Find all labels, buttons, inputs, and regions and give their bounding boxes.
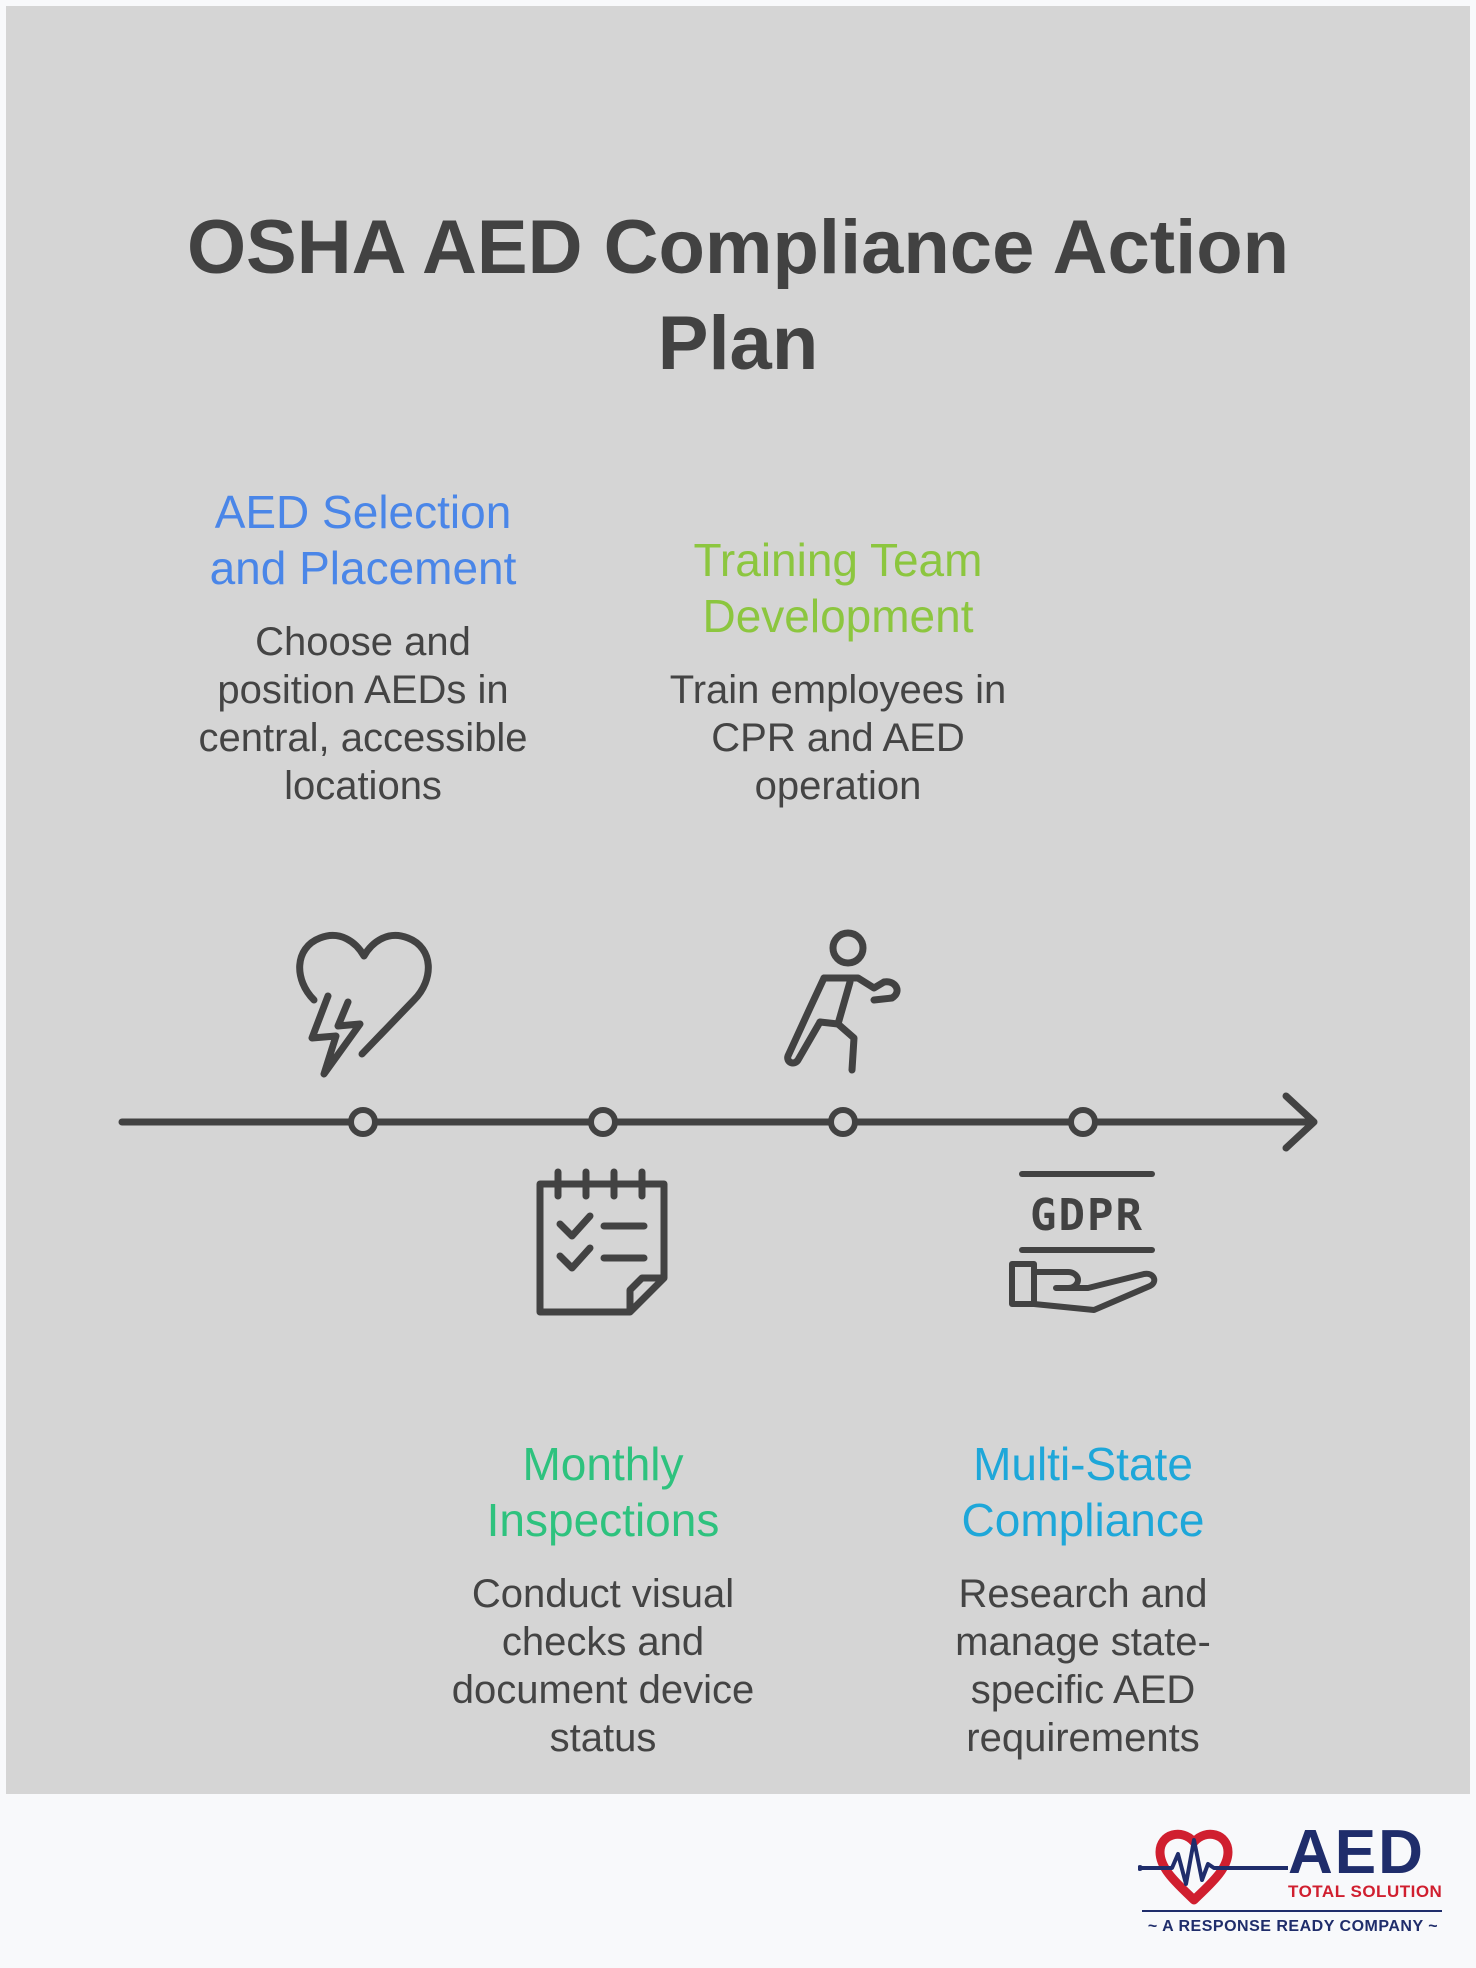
step-training-team: Training Team Development Train employee… [648, 532, 1028, 810]
gdpr-hand-icon: GDPR [1009, 1171, 1158, 1313]
timeline-marker-1 [348, 1107, 378, 1137]
exercise-person-icon [784, 929, 901, 1074]
logo-tagline: ~ A RESPONSE READY COMPANY ~ [1147, 1918, 1439, 1935]
step-description: Research and manage state- specific AED … [955, 1572, 1211, 1760]
heart-pulse-logo-icon [1138, 1829, 1288, 1905]
checklist-calendar-icon [536, 1168, 668, 1316]
step-heading: Training Team Development [693, 534, 983, 642]
step-aed-selection: AED Selection and Placement Choose and p… [178, 484, 548, 810]
step-description: Choose and position AEDs in central, acc… [198, 620, 528, 808]
step-multi-state: Multi-State Compliance Research and mana… [898, 1436, 1268, 1762]
step-heading: Monthly Inspections [486, 1438, 720, 1546]
logo-name: AED [1288, 1818, 1425, 1887]
svg-text:GDPR: GDPR [1030, 1190, 1144, 1241]
step-heading: Multi-State Compliance [961, 1438, 1205, 1546]
step-description: Train employees in CPR and AED operation [669, 668, 1007, 808]
timeline-marker-4 [1068, 1107, 1098, 1137]
title-line: OSHA AED Compliance Action [186, 205, 1290, 290]
logo-subname: TOTAL SOLUTION [1288, 1882, 1443, 1901]
page-title: OSHA AED Compliance Action Plan [0, 200, 1476, 392]
heart-bolt-icon [296, 931, 432, 1078]
timeline-arrowhead [1282, 1092, 1318, 1152]
timeline-marker-3 [828, 1107, 858, 1137]
step-heading: AED Selection and Placement [209, 486, 517, 594]
logo-divider [1142, 1910, 1442, 1912]
title-line: Plan [657, 301, 819, 386]
brand-logo: AED TOTAL SOLUTION ~ A RESPONSE READY CO… [1138, 1818, 1448, 1948]
step-monthly-inspections: Monthly Inspections Conduct visual check… [418, 1436, 788, 1762]
step-description: Conduct visual checks and document devic… [451, 1572, 755, 1760]
infographic-panel [6, 6, 1470, 1794]
timeline-marker-2 [588, 1107, 618, 1137]
